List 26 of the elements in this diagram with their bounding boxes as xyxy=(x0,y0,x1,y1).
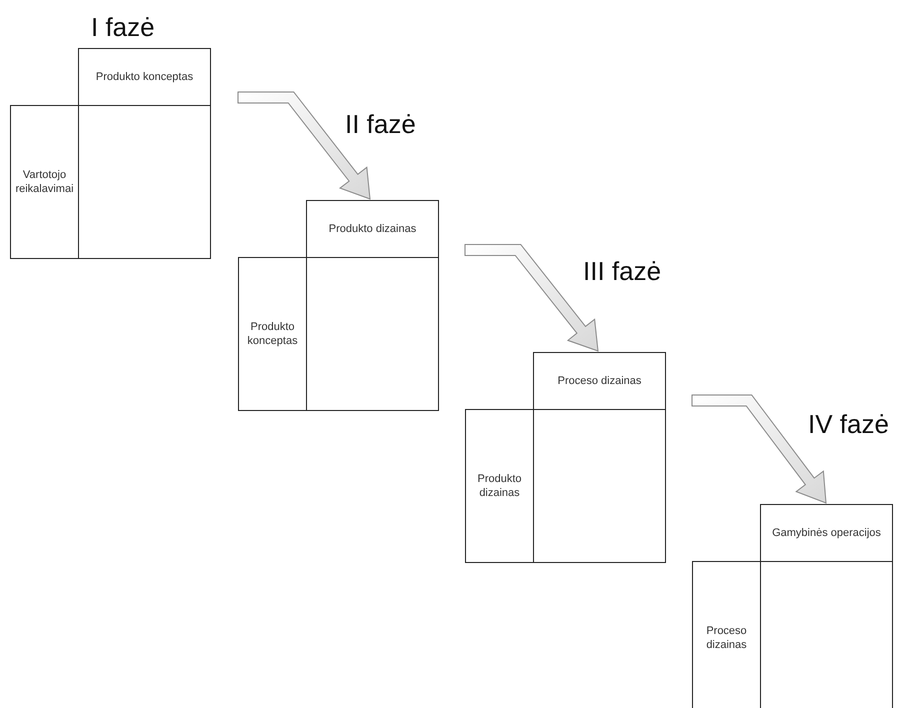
header-text: Proceso dizainas xyxy=(556,374,642,388)
matrix-box xyxy=(533,409,666,563)
header-text: Vartotojo reikalavimai xyxy=(14,168,75,196)
header-text: Produkto dizainas xyxy=(476,472,523,500)
matrix-box xyxy=(306,257,439,411)
header-text: Gamybinės operacijos xyxy=(771,526,882,540)
row-header xyxy=(238,257,307,411)
header-text: Produkto konceptas xyxy=(246,320,299,348)
phase-heading: I fazė xyxy=(91,14,155,40)
phase-heading: IV fazė xyxy=(808,411,889,437)
column-header xyxy=(760,504,893,562)
row-header xyxy=(10,105,79,259)
header-text: Produkto konceptas xyxy=(94,70,194,84)
phase-heading: II fazė xyxy=(345,111,416,137)
row-header xyxy=(465,409,534,563)
block-arrow xyxy=(238,92,371,200)
header-text: Proceso dizainas xyxy=(705,624,748,652)
row-header xyxy=(692,561,761,708)
phase-heading: III fazė xyxy=(583,258,662,284)
block-arrow xyxy=(464,244,599,352)
header-text: Produkto dizainas xyxy=(328,222,418,236)
matrix-box xyxy=(78,105,211,259)
column-header xyxy=(533,352,666,410)
column-header xyxy=(306,200,439,258)
block-arrow xyxy=(692,394,827,504)
column-header xyxy=(78,48,211,106)
